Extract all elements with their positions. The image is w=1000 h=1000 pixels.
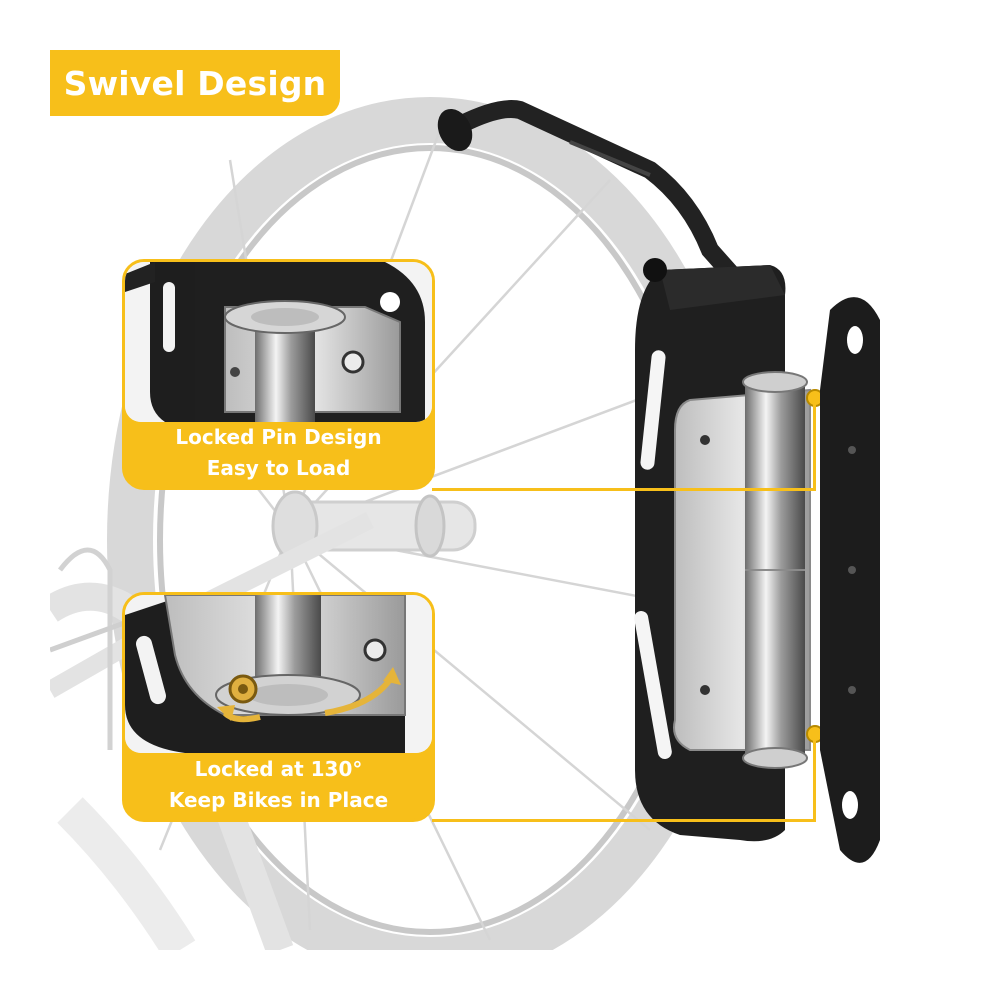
callout-locked-pin-line1: Locked Pin Design <box>175 425 382 449</box>
leader-line-top-vertical <box>813 402 816 491</box>
rack-hook-arm <box>437 100 759 304</box>
leader-line-bottom-vertical <box>813 736 816 822</box>
callout-locked-angle-closeup <box>125 595 432 753</box>
callout-locked-pin-text: Locked Pin Design Easy to Load <box>125 419 432 487</box>
callout-locked-angle: Locked at 130° Keep Bikes in Place <box>122 592 435 822</box>
angle-closeup-illustration <box>125 595 432 753</box>
title-text: Swivel Design <box>63 63 327 103</box>
callout-locked-pin-line2: Easy to Load <box>206 456 351 480</box>
leader-line-top-horizontal <box>432 488 816 491</box>
callout-locked-angle-line2: Keep Bikes in Place <box>168 788 389 812</box>
callout-locked-angle-text: Locked at 130° Keep Bikes in Place <box>125 751 432 819</box>
leader-line-bottom-horizontal <box>432 819 816 822</box>
callout-locked-angle-line1: Locked at 130° <box>194 757 363 781</box>
callout-locked-pin-closeup <box>125 262 432 422</box>
swivel-bracket <box>673 371 824 769</box>
wall-mount-plate <box>820 297 880 863</box>
title-badge: Swivel Design <box>50 50 340 116</box>
pin-closeup-illustration <box>125 262 432 422</box>
callout-locked-pin: Locked Pin Design Easy to Load <box>122 259 435 490</box>
